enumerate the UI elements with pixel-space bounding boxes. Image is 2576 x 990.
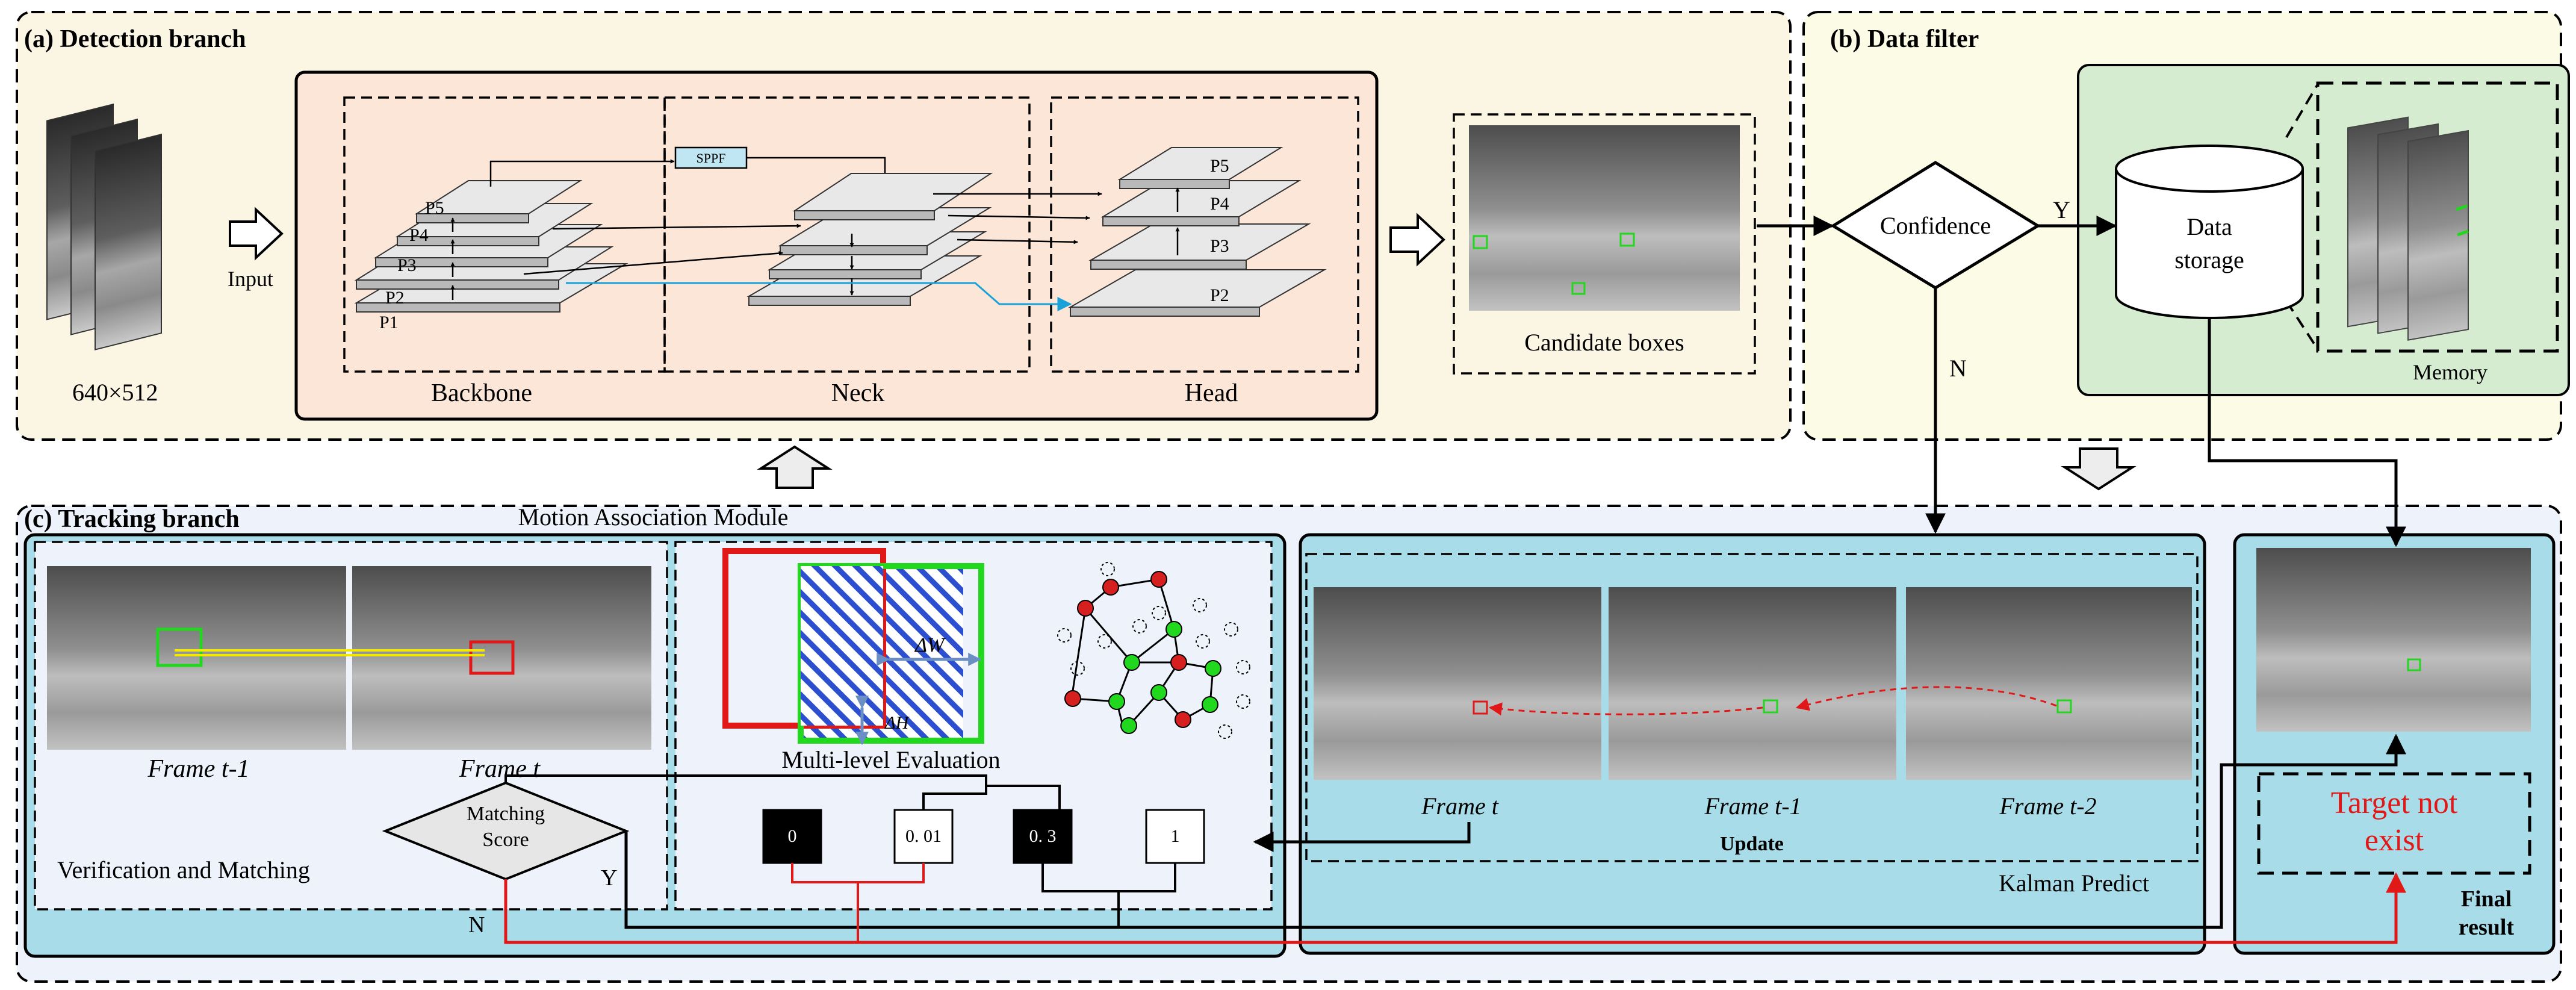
tracking-panel: (c) Tracking branch Motion Association M…	[16, 503, 2562, 983]
delta-h-label: ΔH	[884, 713, 910, 733]
kalman-frame-t-image	[1314, 587, 1601, 780]
kalman-frame-label-t-2: Frame t-2	[1999, 792, 2096, 820]
filter-title: (b) Data filter	[1830, 25, 1979, 53]
update-label: Update	[1720, 833, 1784, 855]
neck-label: Neck	[831, 379, 885, 407]
input-label: Input	[228, 267, 273, 291]
final-result-image	[2256, 548, 2531, 732]
verification-label: Verification and Matching	[57, 856, 310, 883]
backbone-feature-stack: P1 P2 P3 P4 P5	[354, 180, 628, 332]
backbone-level-p5: P5	[425, 198, 444, 218]
candidate-boxes-label: Candidate boxes	[1524, 329, 1684, 356]
neck-feature-stack	[746, 173, 993, 306]
score-level-3: 1	[1171, 826, 1180, 846]
input-image-stack	[46, 103, 162, 350]
tracking-to-detection-arrow	[757, 445, 833, 489]
storage-label-line1: Data	[2186, 213, 2232, 240]
backbone-level-p3: P3	[397, 255, 417, 275]
filter-yes: Y	[2053, 196, 2070, 223]
input-size-label: 640×512	[72, 379, 158, 406]
tracking-title: (c) Tracking branch	[24, 505, 240, 533]
backbone-level-p4: P4	[409, 225, 429, 245]
target-not-exist-line2: exist	[2365, 823, 2424, 858]
final-result-line1: Final	[2461, 886, 2512, 912]
backbone-level-p1: P1	[379, 313, 399, 332]
matching-label-line1: Matching	[467, 803, 545, 825]
filter-no: N	[1949, 355, 1967, 382]
head-box	[1050, 96, 1359, 373]
final-result-line2: result	[2459, 915, 2515, 940]
graph-candidate-nodes	[1057, 562, 1250, 739]
filter-panel: (b) Data filter Memory Data storage Conf…	[1802, 11, 2570, 441]
detection-title: (a) Detection branch	[24, 25, 246, 53]
frame-t-image	[352, 566, 651, 750]
candidate-image	[1469, 125, 1740, 311]
filter-to-tracking-arrow	[2061, 447, 2137, 491]
kalman-predict-label: Kalman Predict	[1999, 870, 2149, 897]
frame-t-label: Frame t	[459, 755, 541, 783]
matching-label-line2: Score	[482, 829, 529, 851]
memory-label: Memory	[2413, 360, 2488, 384]
sppf-label: SPPF	[697, 151, 726, 166]
kalman-frame-t-minus-1-image	[1609, 587, 1896, 780]
head-feature-stack: P2 P3 P4 P5	[1068, 147, 1327, 317]
motion-module-label: Motion Association Module	[518, 503, 789, 531]
input-arrow	[229, 207, 284, 261]
detection-panel: (a) Detection branch 640×512 Input Backb…	[16, 11, 1792, 441]
head-label: Head	[1185, 379, 1238, 407]
model-output-arrow	[1389, 213, 1445, 267]
memory-image-stack	[2347, 116, 2469, 341]
frame-t-minus-1-image	[47, 566, 346, 750]
target-not-exist-line1: Target not	[2331, 786, 2458, 820]
kalman-frame-label-t: Frame t	[1421, 792, 1499, 820]
multi-level-label: Multi-level Evaluation	[781, 746, 1000, 773]
kalman-frame-t-minus-2-image	[1906, 587, 2192, 780]
head-level-p3: P3	[1210, 236, 1229, 256]
frame-t-minus-1-label: Frame t-1	[147, 755, 249, 783]
head-level-p2: P2	[1210, 285, 1229, 305]
backbone-level-p2: P2	[385, 288, 405, 308]
data-storage-cylinder	[2115, 145, 2304, 319]
score-level-0: 0	[788, 826, 797, 846]
kalman-frame-label-t-1: Frame t-1	[1704, 792, 1801, 820]
tracking-yes: Y	[601, 865, 617, 891]
head-level-p5: P5	[1210, 156, 1229, 176]
head-level-p4: P4	[1210, 194, 1229, 214]
tracking-no: N	[468, 912, 485, 938]
confidence-label: Confidence	[1880, 212, 1991, 239]
backbone-box	[343, 96, 666, 373]
backbone-label: Backbone	[431, 379, 532, 407]
storage-label-line2: storage	[2174, 246, 2244, 273]
score-level-1: 0. 01	[905, 826, 942, 846]
score-level-2: 0. 3	[1029, 826, 1057, 846]
delta-w-label: ΔW	[914, 634, 946, 656]
graph-nodes	[1064, 571, 1221, 734]
